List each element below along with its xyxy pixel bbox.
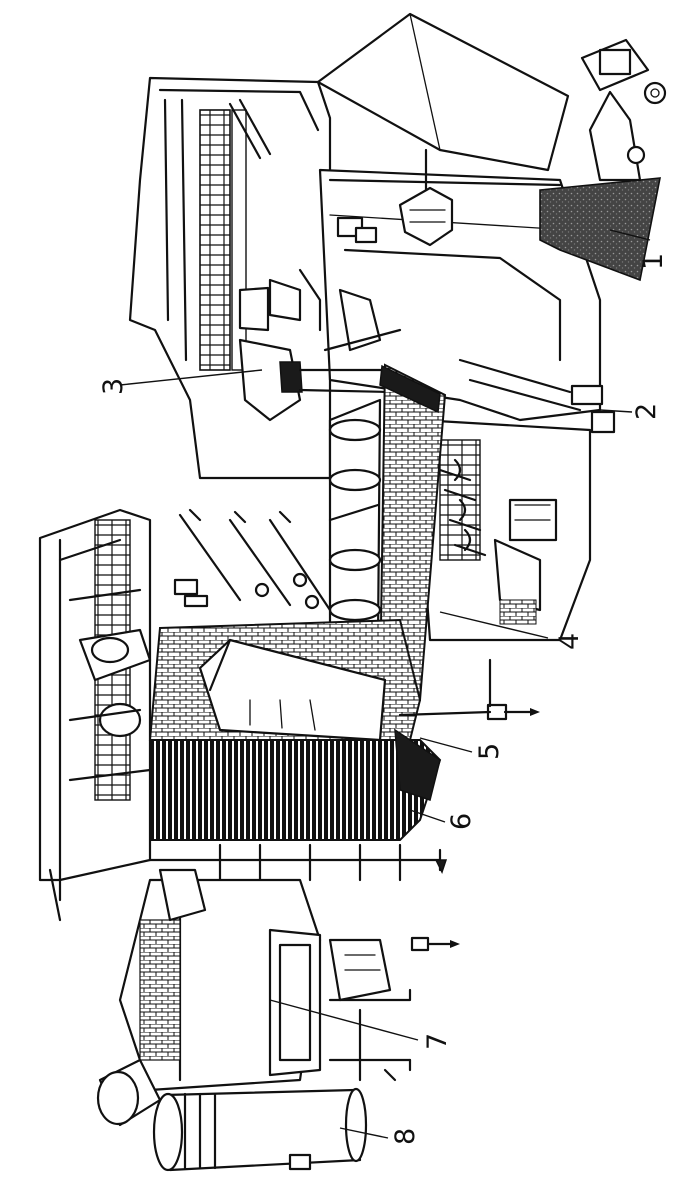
callout-label: 5 <box>474 743 505 760</box>
callout-3: 3 <box>98 369 263 395</box>
tipping-truck <box>580 38 667 182</box>
callout-label: 4 <box>554 633 585 650</box>
grab-crane <box>336 148 454 247</box>
callout-label: 2 <box>631 403 662 420</box>
callout-4: 4 <box>439 611 585 650</box>
callout-1: 1 <box>609 229 669 270</box>
boiler-tube-bank <box>149 739 442 841</box>
boiler-house <box>38 508 540 922</box>
callout-5: 5 <box>419 737 505 760</box>
feed-pusher <box>458 358 616 434</box>
callout-2: 2 <box>599 403 662 420</box>
callout-label: 3 <box>98 378 129 395</box>
callout-label: 1 <box>638 253 669 270</box>
callout-7: 7 <box>269 999 453 1050</box>
grate-and-kiln-section <box>328 358 616 702</box>
callout-6: 6 <box>409 809 477 830</box>
flue-gas-cleaning-unit <box>118 868 460 1092</box>
callout-label: 6 <box>446 813 477 830</box>
callout-8: 8 <box>339 1127 421 1145</box>
stack-cylinder <box>96 1058 368 1172</box>
callout-label: 8 <box>390 1128 421 1145</box>
callout-label: 7 <box>422 1033 453 1050</box>
feed-hopper <box>238 288 402 422</box>
